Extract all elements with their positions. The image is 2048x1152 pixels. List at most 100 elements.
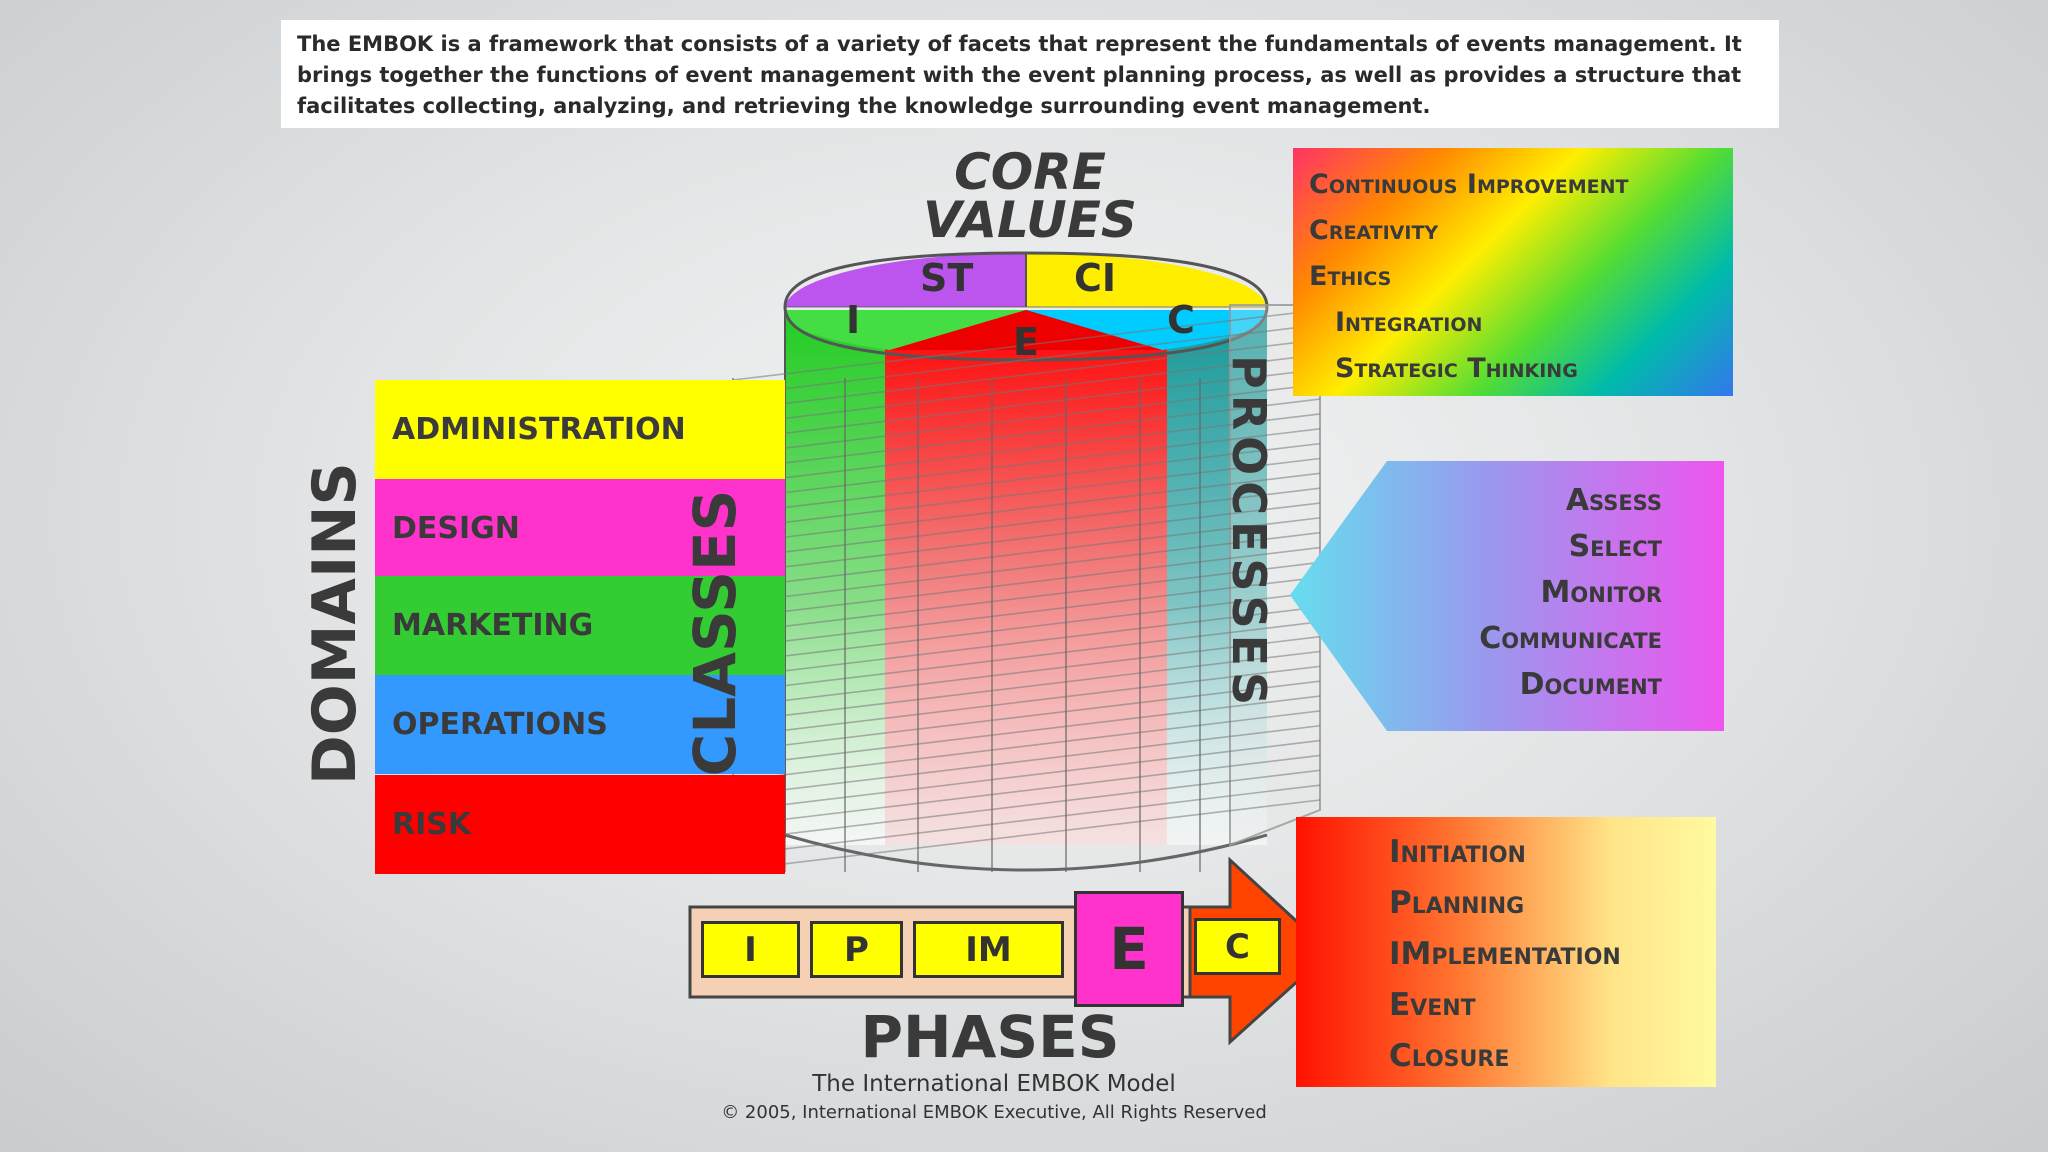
mesh-line	[732, 606, 1321, 678]
processes-label: PROCESSES	[1222, 355, 1282, 830]
phase-box-e: E	[1074, 891, 1184, 1007]
mesh-line	[732, 754, 1321, 827]
phase-box-i-label: I	[744, 929, 757, 970]
model-caption: The International EMBOK Model	[812, 1071, 1176, 1097]
processes-list: Assess Select Monitor Communicate Docume…	[1400, 478, 1662, 708]
mesh-line	[732, 561, 1321, 634]
phases-list-box: Initiation Planning IMplementation Event…	[1296, 817, 1716, 1087]
domain-design: DESIGN	[375, 479, 785, 578]
domain-design-label: DESIGN	[392, 511, 520, 546]
mesh-line	[732, 576, 1321, 649]
phase-item: Closure	[1389, 1038, 1510, 1074]
process-item: Select	[1568, 529, 1662, 564]
phase-box-i: I	[701, 921, 800, 978]
mesh-line	[732, 398, 1321, 470]
pie-label-i: I	[846, 298, 861, 342]
phase-box-p: P	[810, 921, 903, 978]
core-values-title-line2: VALUES	[923, 191, 1137, 249]
mesh-line	[732, 621, 1321, 693]
process-item: Monitor	[1540, 575, 1662, 610]
cylinder-green-section	[785, 310, 885, 845]
core-value-item: Creativity	[1309, 215, 1439, 246]
mesh-line	[732, 635, 1321, 708]
intro-text: The EMBOK is a framework that consists o…	[297, 32, 1742, 118]
mesh-line	[732, 724, 1321, 797]
core-values-pie	[783, 251, 1269, 362]
phase-box-e-label: E	[1109, 915, 1149, 983]
classes-mesh	[732, 309, 1321, 872]
pie-slice-e	[890, 310, 1162, 350]
mesh-line	[732, 368, 1321, 441]
pie-slice-ci	[1026, 252, 1267, 307]
mesh-line	[732, 383, 1321, 456]
pie-label-ci: CI	[1074, 256, 1117, 300]
pie-label-c: C	[1167, 298, 1195, 342]
phase-item: IMplementation	[1389, 936, 1621, 972]
core-value-item: Strategic Thinking	[1335, 353, 1578, 384]
mesh-line	[732, 784, 1321, 856]
mesh-line	[732, 309, 1321, 381]
core-value-item: Ethics	[1309, 261, 1392, 292]
copyright-caption: © 2005, International EMBOK Executive, A…	[721, 1102, 1267, 1123]
phase-box-im: IM	[913, 921, 1064, 978]
phase-box-p-label: P	[844, 929, 869, 970]
process-item: Document	[1519, 667, 1662, 702]
phase-item: Initiation	[1389, 834, 1526, 870]
domain-administration-label: ADMINISTRATION	[392, 412, 686, 447]
mesh-line	[732, 769, 1321, 842]
core-values-title-line1: CORE	[954, 143, 1106, 201]
phase-box-c-label: C	[1225, 926, 1250, 967]
core-value-item: Continuous Improvement	[1309, 169, 1629, 200]
pie-slice-st	[785, 252, 1026, 307]
processes-arrow	[1290, 461, 1724, 731]
mesh-line	[732, 502, 1321, 574]
mesh-line	[732, 487, 1321, 559]
domain-risk: RISK	[375, 775, 785, 874]
domains-label: DOMAINS	[300, 462, 370, 785]
mesh-line	[732, 472, 1321, 545]
pie-slice-i	[784, 310, 1026, 350]
phase-box-im-label: IM	[965, 929, 1012, 970]
domain-risk-label: RISK	[392, 807, 472, 842]
mesh-line	[732, 799, 1321, 871]
phase-box-c: C	[1194, 918, 1281, 975]
domain-marketing: MARKETING	[375, 576, 785, 675]
process-item: Assess	[1565, 483, 1662, 518]
pie-label-st: ST	[920, 256, 974, 300]
domain-administration: ADMINISTRATION	[375, 380, 785, 479]
mesh-line	[732, 710, 1321, 782]
phase-item: Event	[1389, 987, 1476, 1023]
cylinder-red-section	[885, 310, 1167, 845]
mesh-line	[732, 353, 1321, 426]
mesh-line	[732, 442, 1321, 515]
mesh-line	[732, 324, 1321, 396]
classes-label: CLASSES	[681, 489, 749, 777]
mesh-line	[732, 680, 1321, 753]
domain-operations-label: OPERATIONS	[392, 707, 608, 742]
mesh-line	[732, 427, 1321, 500]
core-values-list-box: Continuous Improvement Creativity Ethics…	[1293, 148, 1733, 396]
phases-label: PHASES	[860, 1003, 1120, 1071]
process-item: Communicate	[1479, 621, 1662, 656]
mesh-line	[732, 531, 1321, 604]
phase-item: Planning	[1389, 885, 1525, 921]
mesh-line	[732, 517, 1321, 589]
mesh-line	[732, 665, 1321, 738]
domain-marketing-label: MARKETING	[392, 608, 594, 643]
intro-text-box: The EMBOK is a framework that consists o…	[281, 20, 1779, 128]
mesh-line	[732, 338, 1321, 411]
mesh-line	[732, 413, 1321, 485]
core-values-title: CORE VALUES	[860, 143, 1200, 249]
mesh-line	[732, 591, 1321, 663]
processes-lattice	[1229, 304, 1321, 847]
pie-label-e: E	[1013, 320, 1039, 364]
mesh-line	[732, 650, 1321, 723]
core-value-item: Integration	[1335, 307, 1483, 338]
mesh-line	[732, 457, 1321, 530]
mesh-line	[732, 546, 1321, 619]
domain-operations: OPERATIONS	[375, 675, 785, 774]
cylinder-teal-section	[1167, 310, 1267, 845]
mesh-line	[732, 739, 1321, 812]
mesh-line	[732, 695, 1321, 767]
